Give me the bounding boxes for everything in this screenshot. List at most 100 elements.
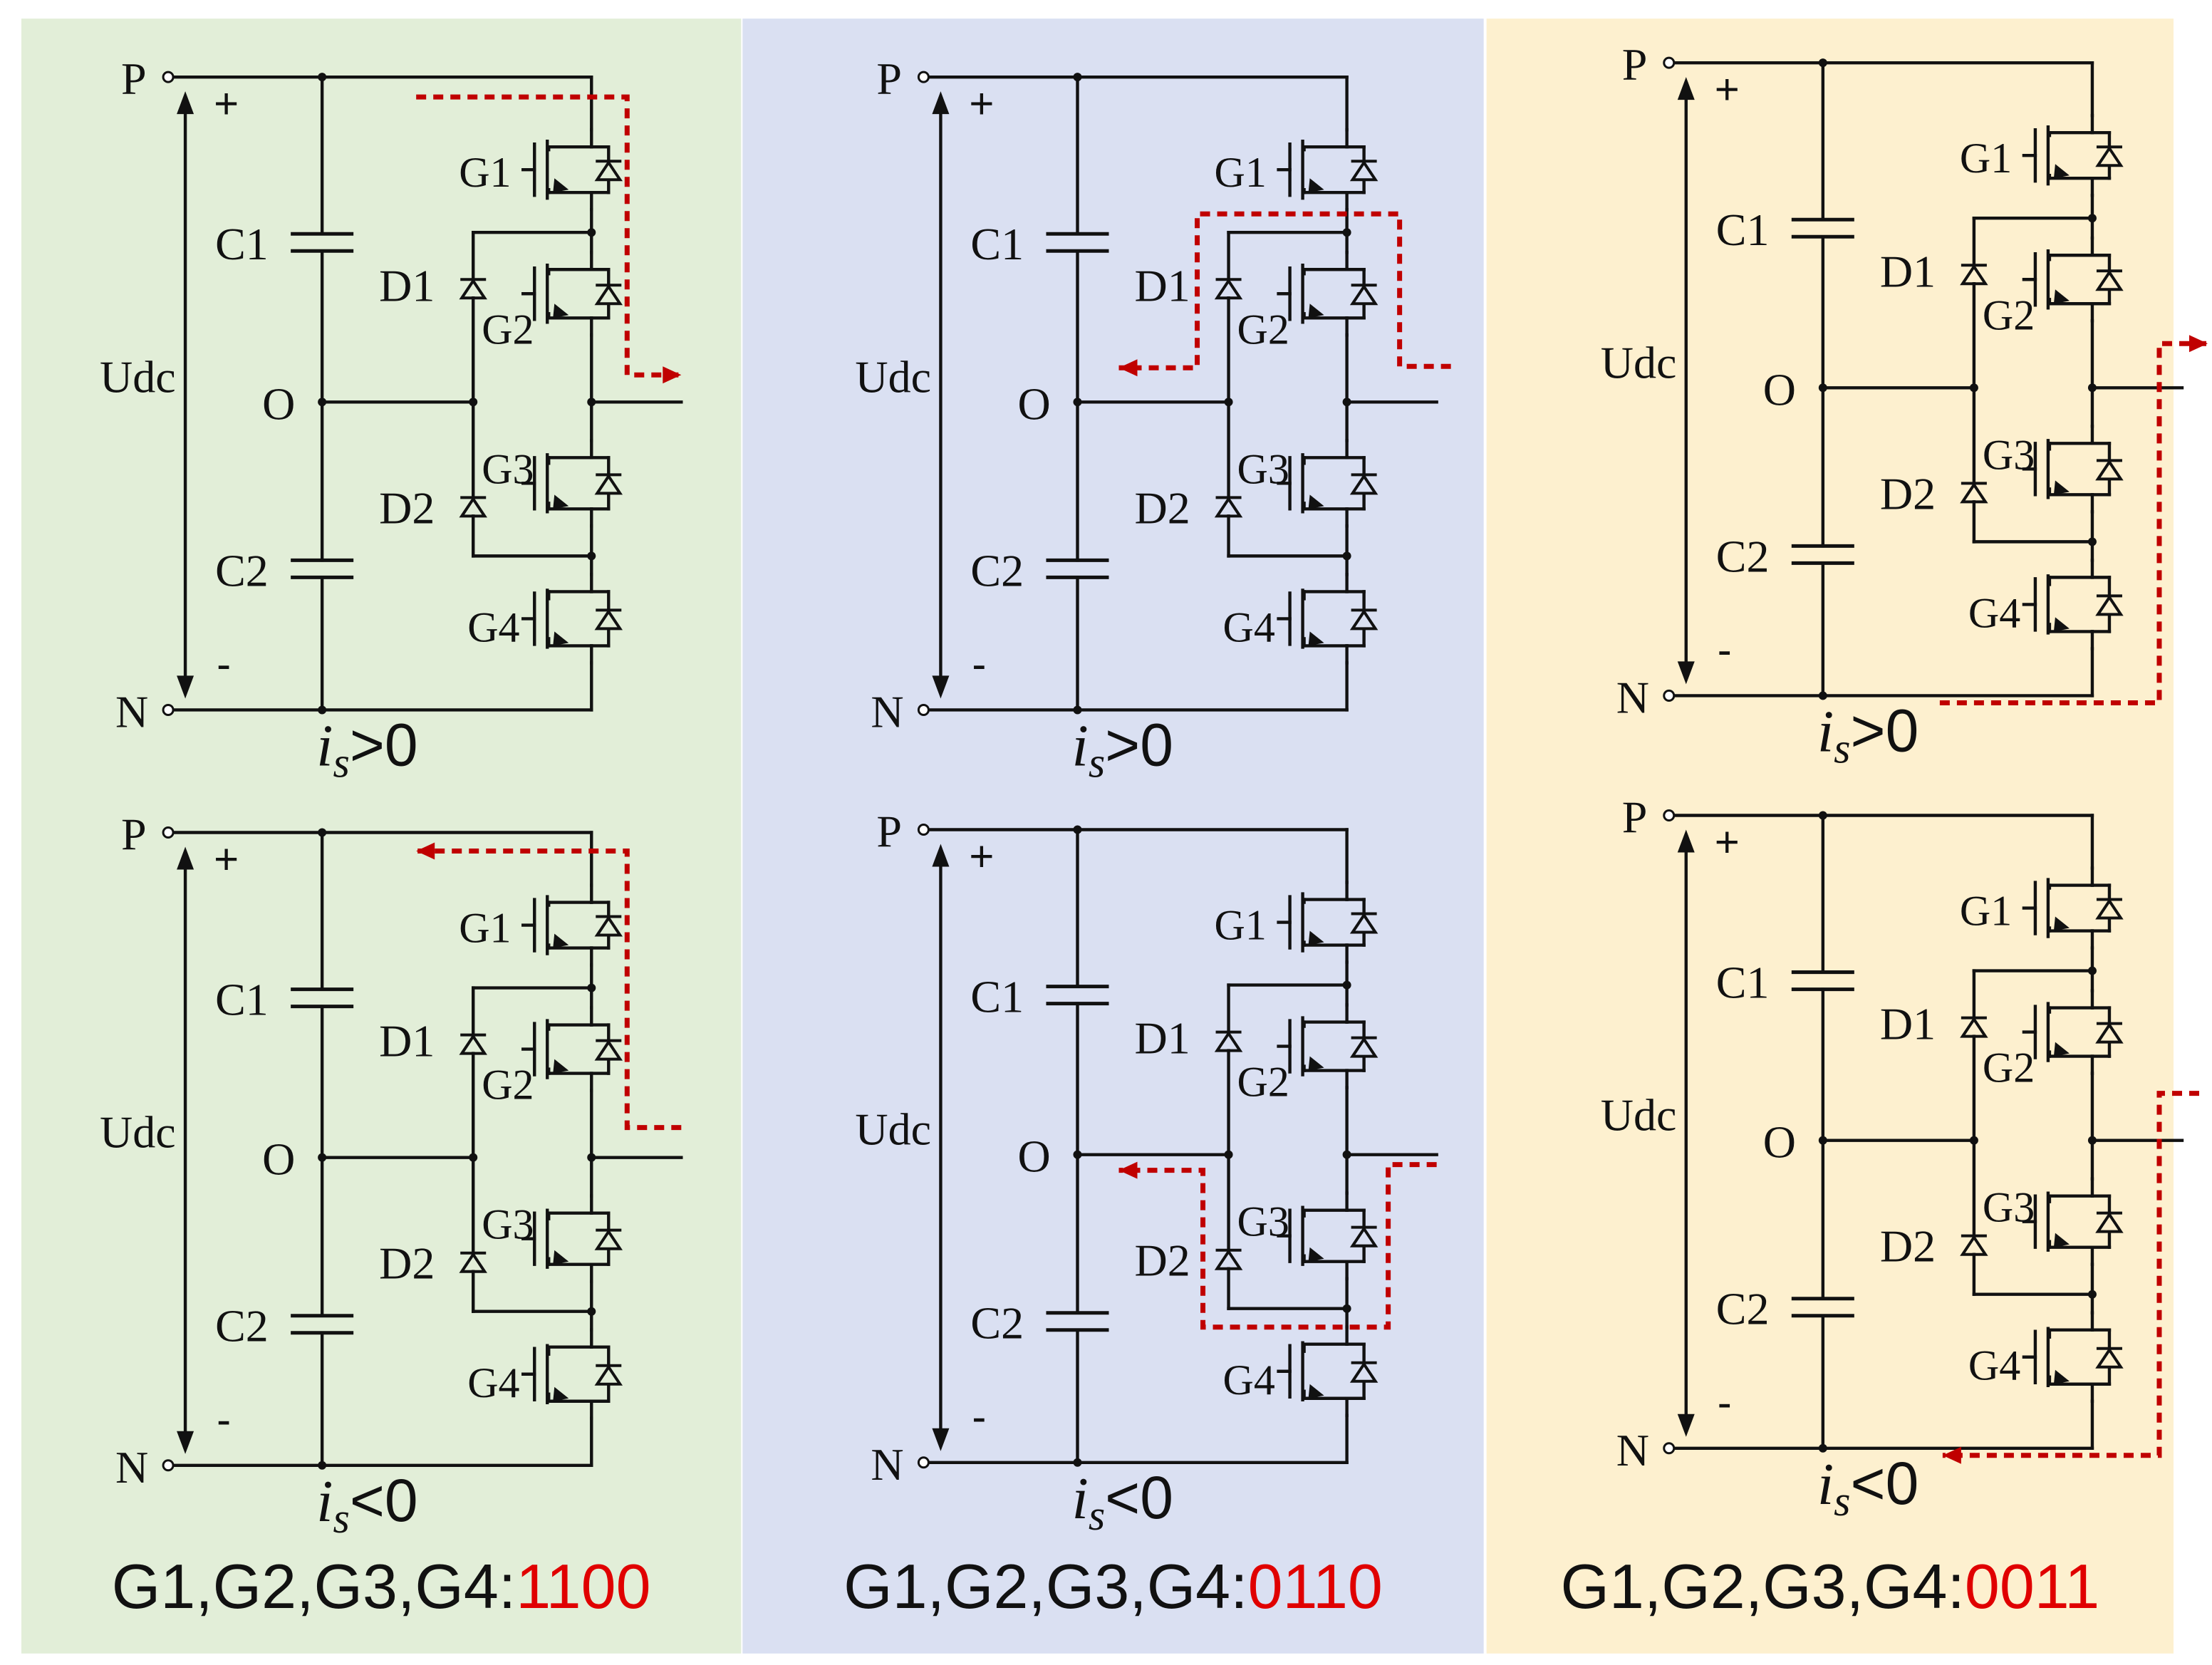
udc-label: Udc — [855, 351, 931, 402]
diode-label-d1: D1 — [379, 1016, 435, 1067]
condition-relation: <0 — [1105, 1464, 1173, 1531]
junction-dot — [1342, 551, 1351, 561]
switch-g4: G4 — [1968, 1311, 2124, 1403]
switch-g4: G4 — [1223, 573, 1378, 665]
current-path — [1118, 211, 1451, 370]
condition-var: i — [316, 1468, 333, 1535]
diode-triangle — [1349, 608, 1378, 631]
node-label-n: N — [115, 686, 148, 737]
udc-arrow-head-down — [1677, 1414, 1695, 1437]
emitter-arrow — [1308, 494, 1324, 509]
minus-sign: - — [972, 1393, 986, 1441]
plus-sign: + — [969, 833, 994, 881]
diode-triangle — [594, 1364, 623, 1386]
udc-arrow-head-down — [932, 675, 950, 699]
diode-symbol — [2095, 1347, 2124, 1369]
junction-dot — [318, 1461, 327, 1470]
diode-label-d1: D1 — [1880, 999, 1936, 1049]
diode-triangle — [2095, 594, 2124, 616]
capacitor-label: C1 — [1716, 204, 1770, 255]
switch-label: G3 — [1237, 1198, 1289, 1245]
terminal-n — [1663, 689, 1676, 702]
switch-g1: G1 — [459, 883, 623, 967]
emitter-arrow — [553, 1250, 569, 1265]
node-label-o: O — [1763, 1117, 1796, 1168]
current-path — [1942, 1091, 2199, 1458]
switch-label: G3 — [482, 445, 534, 492]
emitter-arrow — [1308, 1384, 1324, 1399]
gate-code-label: G1,G2,G3,G4:0011 — [1560, 1551, 2099, 1622]
junction-dot — [587, 551, 596, 561]
switch-g3: G3 — [1983, 425, 2124, 514]
plus-sign: + — [214, 80, 239, 128]
node-label-p: P — [1622, 39, 1648, 90]
condition-relation: >0 — [1105, 711, 1173, 778]
udc-arrow-head-down — [932, 1428, 950, 1451]
diode-triangle — [594, 160, 623, 182]
condition-relation: <0 — [1851, 1450, 1919, 1517]
condition-var: i — [1071, 1466, 1088, 1532]
junction-dot — [2087, 537, 2097, 546]
diode-symbol — [594, 1364, 623, 1386]
diode-triangle — [1349, 1036, 1378, 1058]
emitter-arrow — [1308, 1056, 1324, 1071]
emitter-arrow — [1308, 930, 1324, 945]
current-arrow — [2188, 335, 2208, 353]
capacitor-c2: C2 — [215, 1301, 354, 1352]
diode-label-d1: D1 — [1880, 246, 1936, 296]
current-condition-label: is<0 — [1817, 1450, 1919, 1525]
junction-dot — [1342, 980, 1351, 990]
gate-code-prefix: G1,G2,G3,G4: — [1560, 1551, 1964, 1622]
switch-g2: G2 — [1983, 237, 2124, 338]
switch-g3: G3 — [1237, 1191, 1378, 1280]
emitter-arrow — [2053, 1369, 2070, 1384]
node-label-o: O — [262, 378, 295, 429]
condition-relation: >0 — [350, 711, 418, 778]
panel-background — [1486, 19, 2174, 1654]
switch-g4: G4 — [467, 1328, 623, 1420]
switch-label: G3 — [1983, 1184, 2035, 1231]
capacitor-c1: C1 — [1716, 958, 1854, 1008]
emitter-arrow — [2053, 164, 2070, 179]
switch-g4: G4 — [1968, 559, 2124, 650]
diode-triangle — [1349, 912, 1378, 934]
diode-symbol — [2095, 459, 2124, 481]
diode-symbol — [1349, 1361, 1378, 1383]
gate-code-prefix: G1,G2,G3,G4: — [112, 1551, 516, 1622]
capacitor-label: C2 — [1716, 1284, 1770, 1334]
switch-g4: G4 — [1223, 1325, 1378, 1417]
node-label-p: P — [876, 806, 902, 857]
junction-dot — [1073, 825, 1082, 834]
emitter-arrow — [2053, 1233, 2070, 1248]
gate-code-prefix: G1,G2,G3,G4: — [843, 1551, 1247, 1622]
condition-subscript: s — [1089, 1492, 1105, 1539]
terminal-p — [162, 71, 175, 83]
diode-symbol — [2095, 898, 2124, 920]
panel-background — [21, 19, 742, 1654]
junction-dot — [2087, 1290, 2097, 1299]
node-label-n: N — [1616, 1425, 1649, 1475]
diode-symbol — [1349, 1036, 1378, 1058]
capacitor-label: C2 — [1716, 531, 1770, 581]
switch-label: G2 — [482, 306, 534, 353]
node-label-n: N — [115, 1442, 148, 1493]
switch-g1: G1 — [459, 128, 623, 212]
terminal-p — [1663, 809, 1676, 821]
terminal-n — [917, 703, 930, 716]
diode-symbol — [594, 284, 623, 306]
emitter-arrow — [1308, 631, 1324, 646]
diode-label-d2: D2 — [379, 1238, 435, 1289]
terminal-p — [1663, 56, 1676, 69]
switch-label: G4 — [467, 603, 519, 650]
diode-symbol — [594, 915, 623, 937]
switch-g2: G2 — [482, 251, 623, 353]
switch-label: G2 — [482, 1062, 534, 1109]
diode-triangle — [1349, 473, 1378, 495]
switch-g3: G3 — [482, 439, 623, 528]
current-condition-label: is<0 — [1071, 1464, 1173, 1539]
udc-arrow-head-up — [932, 91, 950, 115]
diode-triangle — [2095, 459, 2124, 481]
diode-triangle — [594, 1229, 623, 1250]
